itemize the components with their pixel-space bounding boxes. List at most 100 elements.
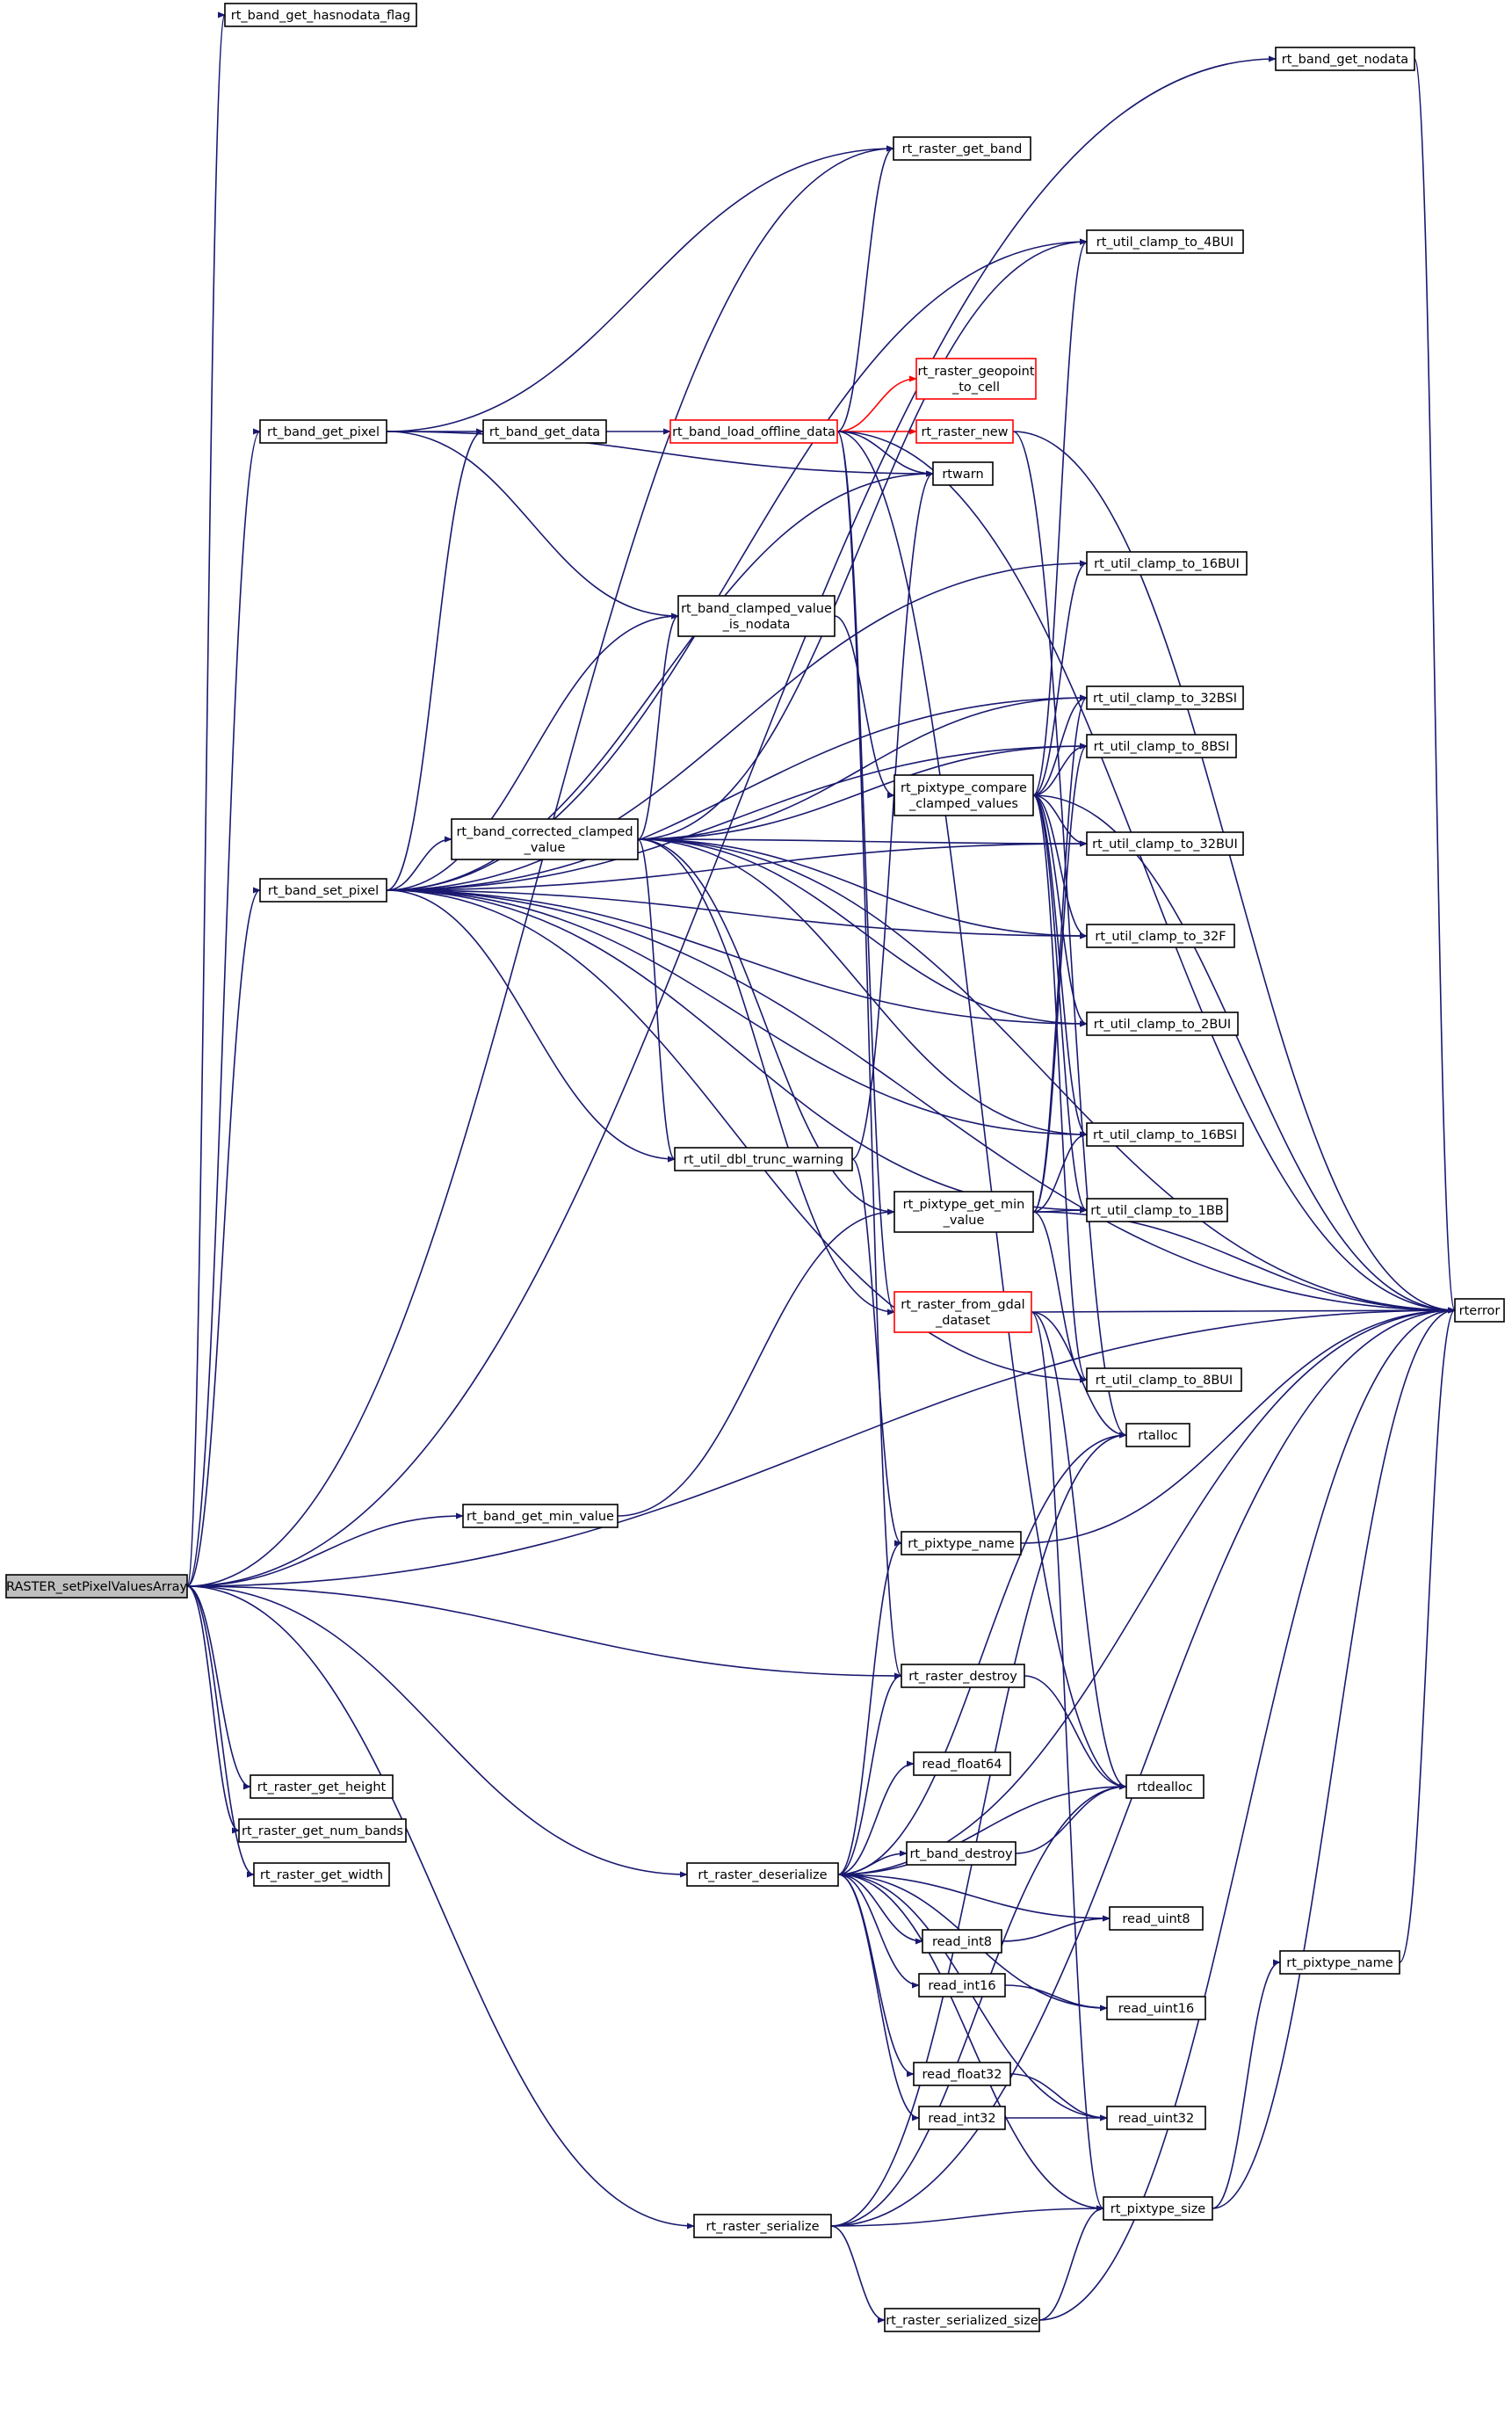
node-get_pixel[interactable]: rt_band_get_pixel (259, 419, 387, 444)
node-rtwarn[interactable]: rtwarn (932, 461, 994, 486)
node-read_int16[interactable]: read_int16 (918, 1973, 1006, 1998)
node-read_float32[interactable]: read_float32 (913, 2062, 1011, 2086)
node-box (913, 2062, 1011, 2086)
node-read_uint8[interactable]: read_uint8 (1109, 1906, 1204, 1931)
node-clamp_16BSI[interactable]: rt_util_clamp_to_16BSI (1086, 1122, 1244, 1147)
node-clamp_8BUI[interactable]: rt_util_clamp_to_8BUI (1086, 1367, 1242, 1392)
edge-band_min_value-to-get_min_value (617, 1208, 895, 1517)
node-get_height[interactable]: rt_raster_get_height (250, 1774, 394, 1799)
edge-set_pixel-to-clamp_8BSI (386, 743, 1088, 891)
node-clamp_8BSI[interactable]: rt_util_clamp_to_8BSI (1086, 734, 1237, 758)
node-from_gdal[interactable]: rt_raster_from_gdal_dataset (893, 1291, 1032, 1333)
edge-set_pixel-to-get_data (386, 428, 484, 891)
node-pixtype_size[interactable]: rt_pixtype_size (1103, 2196, 1213, 2221)
node-label: rt_util_clamp_to_16BSI (1093, 1128, 1237, 1142)
node-geopoint[interactable]: rt_raster_geopoint_to_cell (915, 358, 1037, 400)
edge-deserialize-to-rtalloc (837, 1432, 1127, 1875)
edge-clamped_nodata-to-compare_clamped (834, 615, 895, 799)
node-band_destroy[interactable]: rt_band_destroy (906, 1841, 1016, 1866)
node-read_float64[interactable]: read_float64 (913, 1751, 1011, 1776)
node-read_int32[interactable]: read_int32 (918, 2106, 1006, 2130)
edge-corrected_clamped-to-clamp_32BSI (637, 694, 1088, 840)
node-label: rt_band_set_pixel (268, 884, 379, 898)
edge-set_pixel-to-corrected_clamped (386, 836, 452, 891)
node-read_int8[interactable]: read_int8 (922, 1929, 1002, 1954)
node-set_pixel[interactable]: rt_band_set_pixel (259, 878, 387, 903)
node-box (1106, 2106, 1206, 2130)
node-label: rtdealloc (1137, 1780, 1193, 1795)
node-label: _to_cell (951, 381, 1000, 395)
edge-load_offline-to-rtdealloc (836, 431, 1127, 1790)
node-pixtype_name_b[interactable]: rt_pixtype_name (1279, 1950, 1400, 1975)
node-root[interactable]: RASTER_setPixelValuesArray (5, 1574, 188, 1599)
node-raster_new[interactable]: rt_raster_new (915, 419, 1014, 444)
node-raster_get_band[interactable]: rt_raster_get_band (893, 136, 1031, 161)
node-label: rt_raster_get_width (260, 1868, 383, 1882)
node-box (1086, 1367, 1242, 1392)
node-label: rt_raster_from_gdal (901, 1298, 1024, 1312)
node-rterror[interactable]: rterror (1454, 1298, 1505, 1323)
edge-read_int16-to-read_uint16 (1004, 1984, 1108, 2012)
node-read_uint16[interactable]: read_uint16 (1106, 1996, 1206, 2020)
edge-pixtype_size-to-pixtype_name_b (1212, 1959, 1281, 2209)
node-clamp_4BUI[interactable]: rt_util_clamp_to_4BUI (1086, 229, 1244, 254)
node-clamp_32F[interactable]: rt_util_clamp_to_32F (1086, 924, 1235, 948)
node-get_data[interactable]: rt_band_get_data (482, 419, 607, 444)
node-box (884, 2308, 1040, 2332)
node-get_width[interactable]: rt_raster_get_width (253, 1862, 390, 1887)
node-clamp_1BB[interactable]: rt_util_clamp_to_1BB (1086, 1198, 1228, 1222)
node-rtalloc[interactable]: rtalloc (1125, 1423, 1190, 1447)
edge-compare_clamped-to-rterror (1032, 794, 1456, 1314)
node-serialize[interactable]: rt_raster_serialize (693, 2214, 832, 2238)
node-get_num_bands[interactable]: rt_raster_get_num_bands (238, 1818, 407, 1843)
node-hasnodata[interactable]: rt_band_get_hasnodata_flag (224, 3, 417, 27)
node-label: rt_raster_get_band (902, 142, 1023, 156)
node-label: rt_raster_serialized_size (886, 2314, 1038, 2328)
edge-corrected_clamped-to-clamp_4BUI (637, 238, 1088, 840)
node-raster_destroy[interactable]: rt_raster_destroy (901, 1664, 1025, 1688)
node-label: rt_band_get_pixel (267, 425, 380, 439)
node-dbl_trunc[interactable]: rt_util_dbl_trunc_warning (674, 1147, 853, 1171)
edge-set_pixel-to-clamp_32BSI (386, 694, 1088, 891)
node-band_min_value[interactable]: rt_band_get_min_value (462, 1504, 619, 1528)
node-get_min_value[interactable]: rt_pixtype_get_min_value (893, 1191, 1034, 1233)
node-read_uint32[interactable]: read_uint32 (1106, 2106, 1206, 2130)
node-layer: RASTER_setPixelValuesArray rt_band_get_ha… (5, 3, 1505, 2332)
node-clamped_nodata[interactable]: rt_band_clamped_value_is_nodata (677, 595, 836, 637)
node-clamp_32BUI[interactable]: rt_util_clamp_to_32BUI (1086, 831, 1244, 856)
edge-set_pixel-to-clamp_32F (386, 889, 1088, 939)
node-label: rt_pixtype_get_min (903, 1198, 1025, 1212)
node-serialized_size[interactable]: rt_raster_serialized_size (884, 2308, 1040, 2332)
edge-root-to-raster_destroy (186, 1585, 902, 1679)
edge-set_pixel-to-clamp_16BSI (386, 889, 1088, 1138)
node-corrected_clamped[interactable]: rt_band_corrected_clamped_value (451, 818, 639, 860)
node-label: rt_pixtype_name (908, 1537, 1015, 1551)
edge-read_int8-to-read_uint8 (1001, 1915, 1110, 1942)
edge-load_offline-to-from_gdal (836, 431, 895, 1316)
node-deserialize[interactable]: rt_raster_deserialize (686, 1862, 839, 1887)
node-load_offline[interactable]: rt_band_load_offline_data (669, 419, 838, 444)
node-rtdealloc[interactable]: rtdealloc (1125, 1774, 1205, 1799)
edge-root-to-serialize (186, 1585, 695, 2230)
edge-root-to-set_pixel (186, 887, 261, 1587)
node-clamp_32BSI[interactable]: rt_util_clamp_to_32BSI (1086, 685, 1244, 710)
edge-serialized_size-to-rterror (1038, 1307, 1456, 2321)
edge-deserialize-to-pixtype_size (837, 1874, 1104, 2212)
edge-from_gdal-to-rtdealloc (1031, 1311, 1127, 1790)
node-box (1125, 1774, 1205, 1799)
node-box (1109, 1906, 1204, 1931)
edge-compare_clamped-to-clamp_16BUI (1032, 560, 1088, 796)
node-clamp_16BUI[interactable]: rt_util_clamp_to_16BUI (1086, 551, 1248, 576)
node-box (1086, 551, 1248, 576)
node-label: rt_pixtype_name (1286, 1956, 1393, 1970)
node-get_nodata[interactable]: rt_band_get_nodata (1275, 47, 1415, 71)
node-pixtype_name_a[interactable]: rt_pixtype_name (901, 1531, 1022, 1555)
node-box (1086, 1122, 1244, 1147)
node-label: read_float32 (922, 2068, 1002, 2082)
node-label: rt_util_clamp_to_32F (1095, 930, 1226, 944)
node-compare_clamped[interactable]: rt_pixtype_compare_clamped_values (893, 774, 1034, 816)
node-label: rt_pixtype_size (1110, 2202, 1206, 2216)
node-clamp_2BUI[interactable]: rt_util_clamp_to_2BUI (1086, 1011, 1239, 1036)
node-label: rt_band_get_min_value (467, 1510, 614, 1524)
